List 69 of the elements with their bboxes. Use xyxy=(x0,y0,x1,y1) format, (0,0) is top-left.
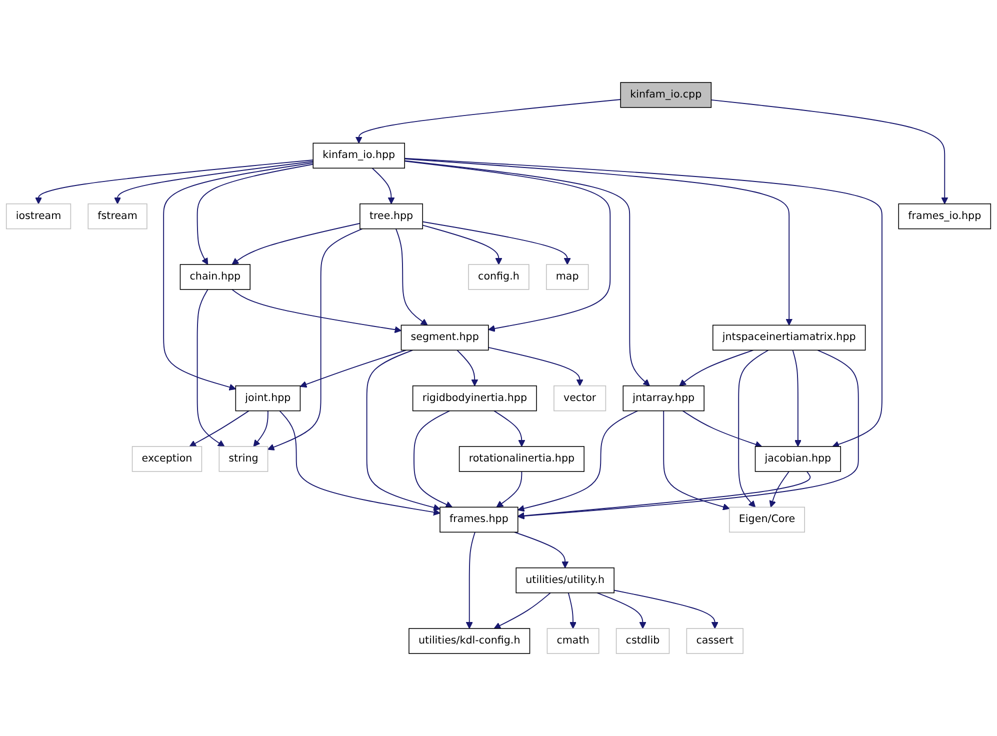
node-box: jntarray.hpp xyxy=(622,385,704,412)
node-box: chain.hpp xyxy=(180,264,250,290)
node-box: exception xyxy=(132,446,202,472)
node-box: string xyxy=(218,446,268,472)
arrow xyxy=(466,532,476,629)
arrow xyxy=(414,410,452,508)
node-box: utilities/utility.h xyxy=(516,567,614,594)
arrow xyxy=(663,410,730,510)
arrow xyxy=(232,222,360,265)
arrow xyxy=(496,471,522,508)
arrow xyxy=(404,158,793,326)
node-box: vector xyxy=(554,385,606,412)
arrow xyxy=(395,228,428,326)
arrow xyxy=(404,160,611,332)
node-box: cmath xyxy=(546,628,600,654)
node-box: iostream xyxy=(6,203,72,230)
arrow xyxy=(404,158,882,448)
arrow xyxy=(682,410,762,448)
arrow xyxy=(488,346,584,386)
node-box: jacobian.hpp xyxy=(754,446,842,472)
node-box: frames_io.hpp xyxy=(898,203,992,230)
arrow xyxy=(366,350,440,511)
arrow xyxy=(792,350,802,447)
arrow xyxy=(518,350,859,520)
node-box: segment.hpp xyxy=(400,324,489,351)
node-box: cassert xyxy=(686,628,744,654)
arrow xyxy=(372,168,395,204)
arrow xyxy=(494,410,526,447)
node-box: kinfam_io.cpp xyxy=(620,82,712,108)
node-box: map xyxy=(546,264,589,290)
arrow xyxy=(253,410,268,447)
node-box: tree.hpp xyxy=(360,203,424,230)
arrow xyxy=(769,471,790,508)
node-box: config.h xyxy=(468,264,530,290)
arrow xyxy=(196,164,314,265)
arrow xyxy=(163,162,314,391)
arrow xyxy=(35,160,314,204)
arrow xyxy=(404,160,650,386)
node-box: utilities/kdl-config.h xyxy=(408,628,530,654)
arrow xyxy=(614,590,718,629)
arrow xyxy=(568,592,577,629)
node-box: rigidbodyinertia.hpp xyxy=(412,385,537,412)
arrow xyxy=(267,228,363,450)
arrow xyxy=(518,410,638,512)
arrow xyxy=(189,410,250,447)
node-box: fstream xyxy=(88,203,148,230)
arrow xyxy=(679,350,754,386)
arrow xyxy=(355,99,622,144)
node-box: cstdlib xyxy=(616,628,670,654)
arrow xyxy=(196,289,225,447)
node-box: jntspaceinertiamatrix.hpp xyxy=(712,324,866,351)
arrow xyxy=(518,471,811,520)
arrow xyxy=(494,592,551,629)
node-box: Eigen/Core xyxy=(729,506,805,533)
arrow xyxy=(422,221,571,265)
arrow xyxy=(738,350,769,508)
arrow xyxy=(279,410,440,516)
arrow xyxy=(300,350,407,388)
arrow xyxy=(596,592,646,629)
node-box: rotationalinertia.hpp xyxy=(458,446,584,472)
arrow xyxy=(232,289,402,334)
node-box: joint.hpp xyxy=(235,385,301,412)
arrow xyxy=(114,160,314,204)
arrow xyxy=(514,532,569,568)
arrow xyxy=(710,99,948,204)
node-box: frames.hpp xyxy=(440,506,518,533)
arrow xyxy=(456,350,478,386)
arrow xyxy=(422,224,502,265)
node-box: kinfam_io.hpp xyxy=(312,142,405,169)
